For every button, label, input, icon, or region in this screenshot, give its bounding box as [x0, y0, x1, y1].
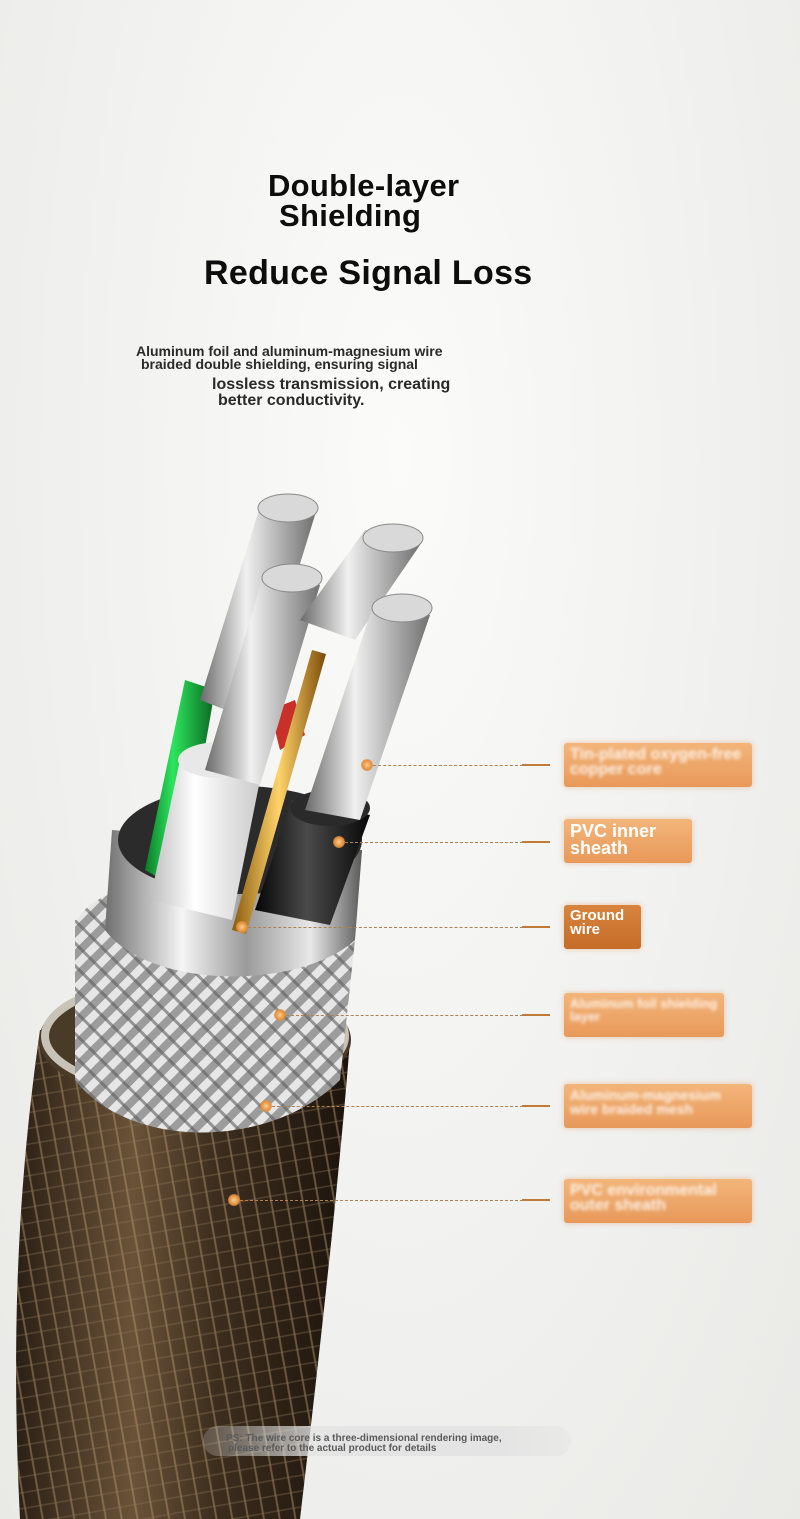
description-line-2: braided double shielding, ensuring signa…: [141, 356, 418, 372]
callout-label-foil-shield: Aluminum foil shielding layer: [564, 993, 724, 1037]
callout-marker-4: [274, 1009, 286, 1021]
callout-marker-2: [333, 836, 345, 848]
description-line-4: better conductivity.: [218, 392, 365, 409]
callout-marker-6: [228, 1194, 240, 1206]
callout-leader-4: [286, 1015, 523, 1016]
cable-cross-section-illustration: [16, 493, 433, 1519]
callout-leader-tick-2: [522, 841, 550, 843]
callout-label-inner-sheath: PVC inner sheath: [564, 819, 692, 863]
heading-line-1: Double-layer: [268, 168, 460, 203]
callout-label-braided-mesh: Aluminum-magnesium wire braided mesh: [564, 1084, 752, 1128]
heading-line-3: Reduce Signal Loss: [204, 254, 533, 292]
description-line-3: lossless transmission, creating: [212, 376, 451, 393]
callout-label-copper-core: Tin-plated oxygen-free copper core: [564, 743, 752, 787]
callout-leader-5: [272, 1106, 523, 1107]
description-line-1: Aluminum foil and aluminum-magnesium wir…: [136, 343, 443, 359]
callout-leader-tick-5: [522, 1105, 550, 1107]
callout-marker-5: [260, 1100, 272, 1112]
callout-marker-3: [236, 921, 248, 933]
heading-line-2: Shielding: [279, 198, 422, 233]
callout-leader-tick-6: [522, 1199, 550, 1201]
footnote-pill: [203, 1426, 571, 1456]
callout-marker-1: [361, 759, 373, 771]
callout-leader-2: [345, 842, 523, 843]
callout-label-ground-wire: Ground wire: [564, 905, 641, 949]
callout-leader-tick-3: [522, 926, 550, 928]
callout-label-outer-sheath: PVC environmental outer sheath: [564, 1179, 752, 1223]
callout-leader-tick-1: [522, 764, 550, 766]
footnote-line-2: please refer to the actual product for d…: [228, 1443, 437, 1454]
footnote-line-1: PS: The wire core is a three-dimensional…: [226, 1433, 502, 1444]
callout-leader-tick-4: [522, 1014, 550, 1016]
callout-leader-1: [373, 765, 523, 766]
callout-leader-6: [240, 1200, 523, 1201]
callout-leader-3: [248, 927, 523, 928]
